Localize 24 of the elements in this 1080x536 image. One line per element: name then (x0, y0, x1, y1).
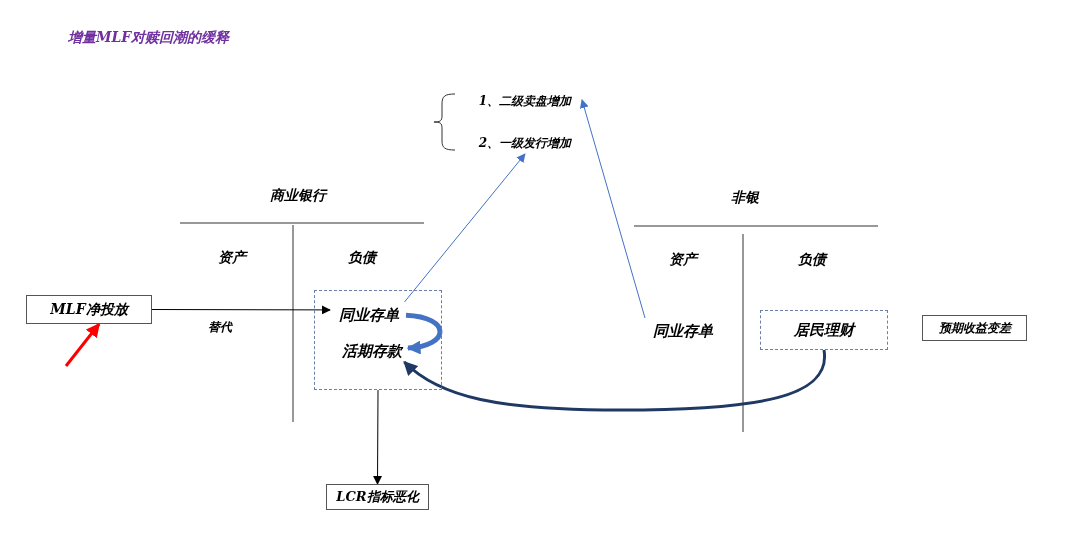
column-heading: 资产 (668, 250, 700, 269)
arrow (404, 153, 526, 303)
arrow (579, 99, 646, 319)
item-label: 活期存款 (335, 339, 409, 363)
column-heading: 资产 (217, 248, 249, 267)
group-box: 居民理财 (760, 310, 888, 350)
column-heading: 非银 (730, 188, 761, 207)
arrow (151, 305, 331, 315)
item-label: 同业存单 (645, 318, 721, 344)
list-item: 2、一级发行增加 (468, 132, 582, 154)
arrow (373, 389, 383, 485)
list-item: 1、二级卖盘增加 (468, 90, 582, 112)
column-heading: 负债 (347, 248, 379, 267)
item-label: 同业存单 (331, 303, 407, 327)
note-box: 预期收益变差 (922, 315, 1027, 341)
curved-arrow (403, 349, 826, 412)
column-heading: 负债 (797, 250, 829, 269)
title: 增量MLF对赎回潮的缓释 (68, 29, 230, 47)
column-heading: 商业银行 (269, 186, 329, 205)
result-box: LCR指标恶化 (326, 484, 429, 510)
group-box (314, 290, 442, 390)
process-box: MLF净投放 (26, 295, 152, 324)
pointer-arrow (64, 322, 101, 367)
curved-arrow (405, 312, 443, 354)
